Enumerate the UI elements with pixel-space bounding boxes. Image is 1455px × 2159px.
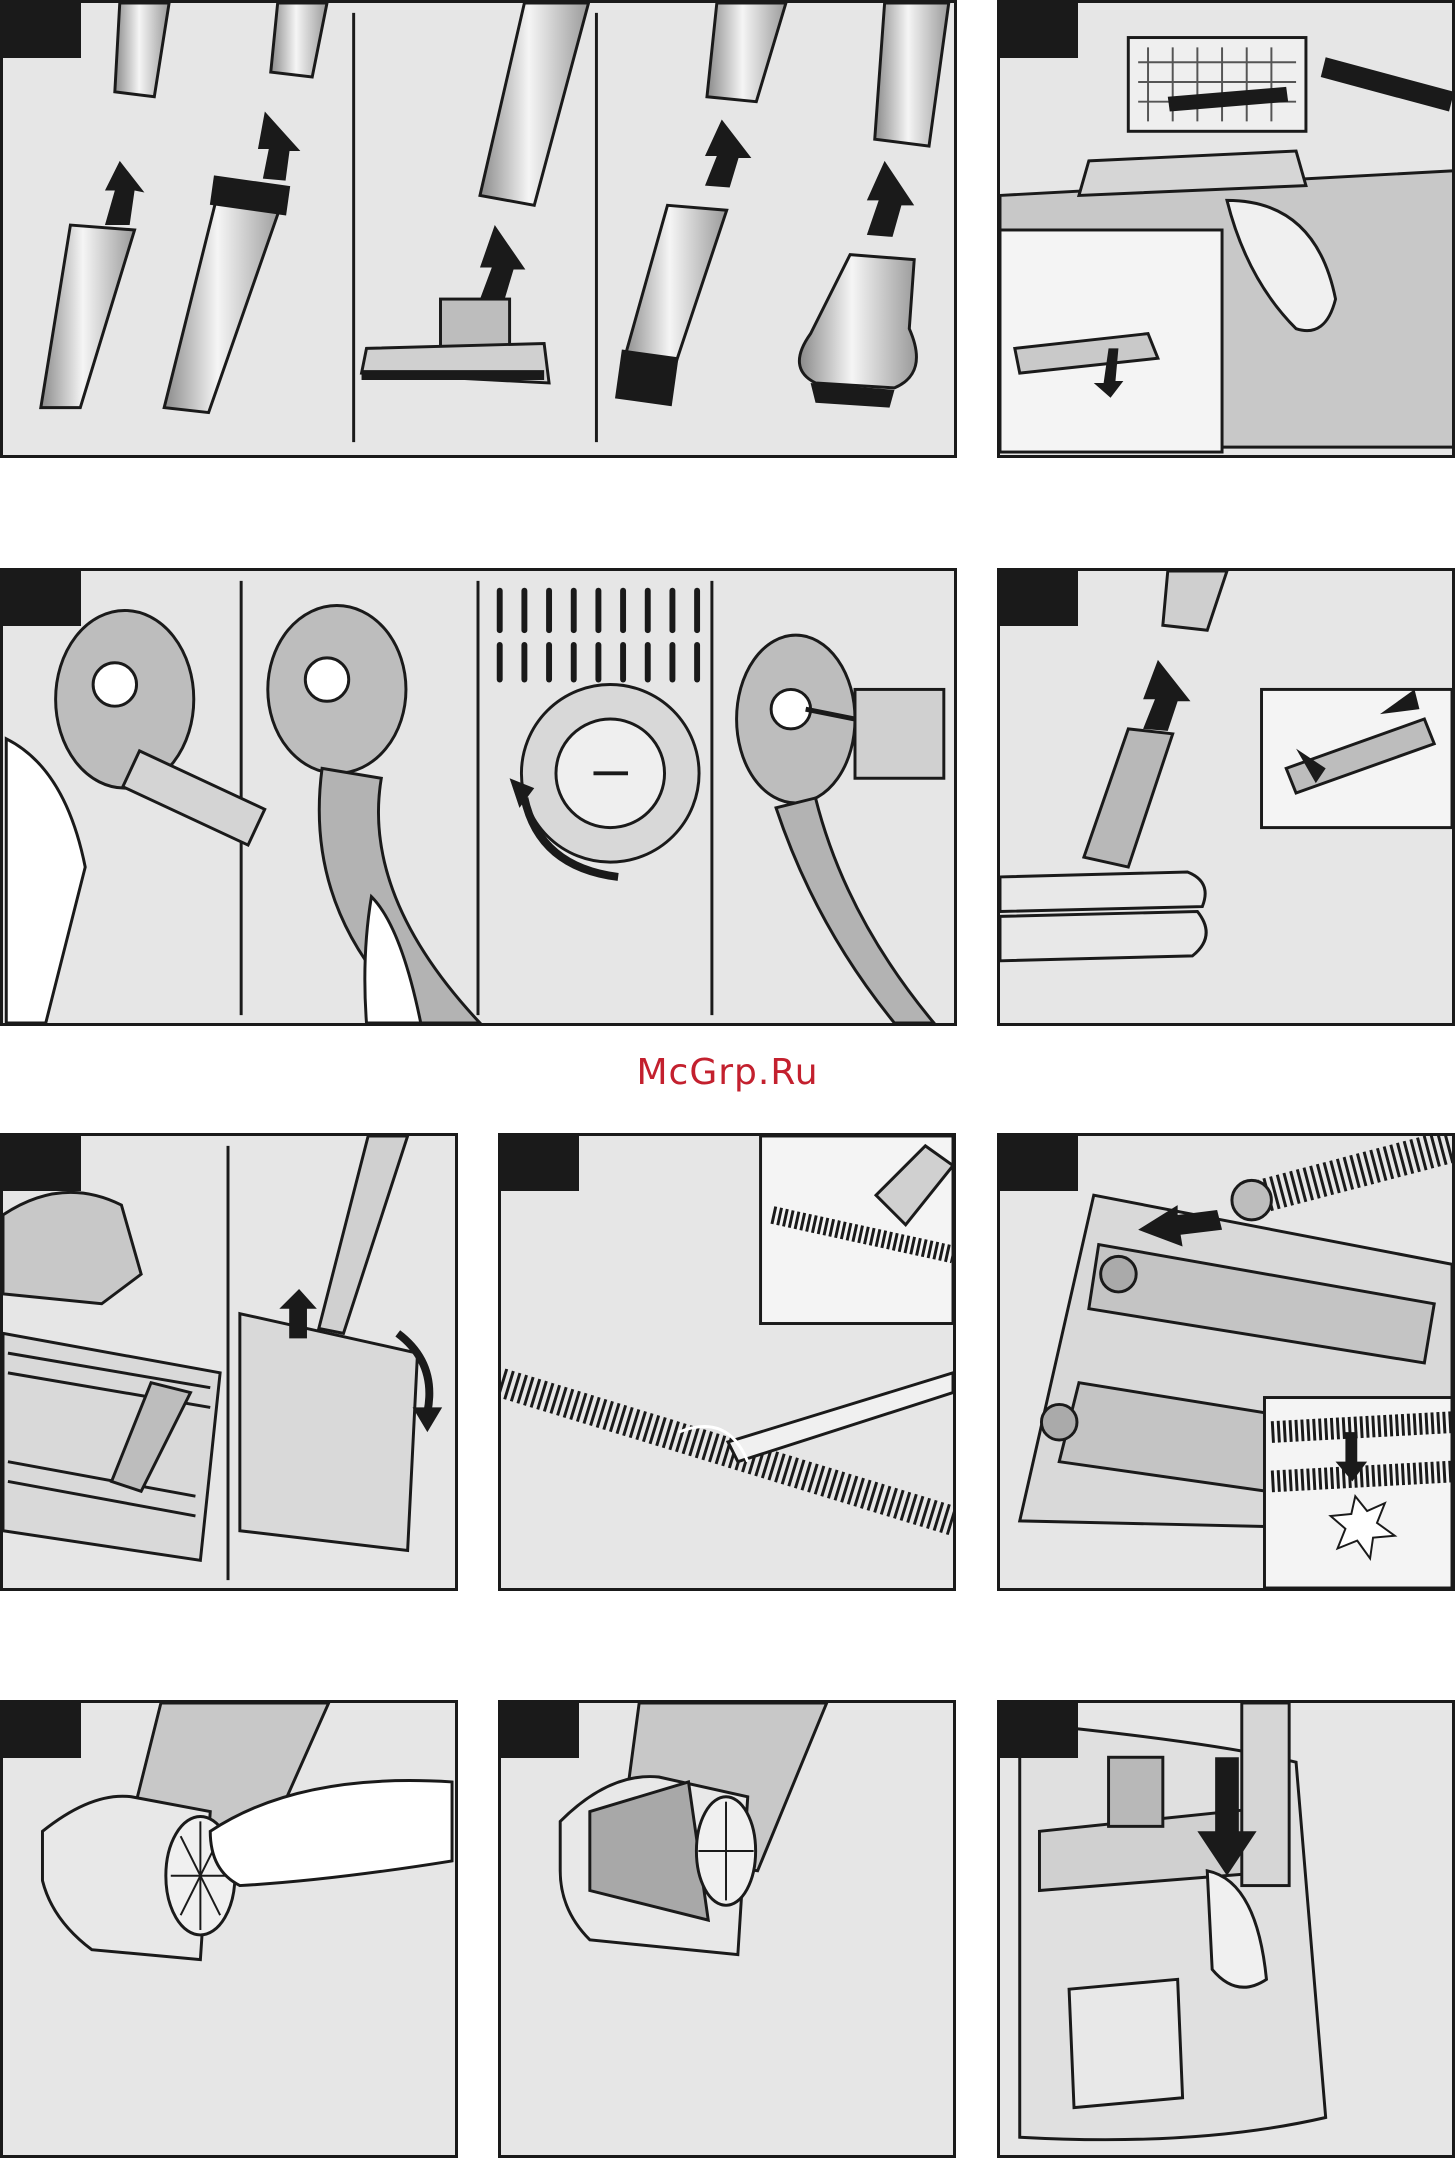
nozzle-attachments-icon <box>3 3 954 455</box>
brush-roll-cleaning-icon <box>3 1136 455 1588</box>
step-number-tab <box>501 1703 579 1758</box>
panel-brush-roll-insert <box>997 1133 1455 1591</box>
tube-storage-icon <box>1000 1703 1452 2155</box>
step-number-tab <box>3 571 81 626</box>
wheel-removal-icon <box>3 1703 455 2155</box>
step-number-tab <box>501 1136 579 1191</box>
floor-nozzle-icon <box>1000 571 1452 1023</box>
brush-roll-insert-icon <box>1000 1136 1452 1588</box>
hose-connection-icon <box>3 571 954 1023</box>
panel-nozzle-attachments <box>0 0 957 458</box>
step-number-tab <box>3 1703 81 1758</box>
step-number-tab <box>1000 1703 1078 1758</box>
step-number-tab <box>3 1136 81 1191</box>
step-number-tab <box>1000 1136 1078 1191</box>
panel-filter-replacement <box>997 0 1455 458</box>
panel-hose-connection <box>0 568 957 1026</box>
panel-wheel-cover <box>498 1700 956 2158</box>
panel-wheel-removal <box>0 1700 458 2158</box>
cutting-hair-icon <box>501 1136 953 1588</box>
step-number-tab <box>1000 571 1078 626</box>
watermark-text: McGrp.Ru <box>0 1052 1455 1093</box>
panel-cutting-hair <box>498 1133 956 1591</box>
step-number-tab <box>1000 3 1078 58</box>
panel-tube-storage <box>997 1700 1455 2158</box>
wheel-cover-icon <box>501 1703 953 2155</box>
filter-replacement-icon <box>1000 3 1452 455</box>
panel-floor-nozzle <box>997 568 1455 1026</box>
panel-brush-roll-cleaning <box>0 1133 458 1591</box>
step-number-tab <box>3 3 81 58</box>
